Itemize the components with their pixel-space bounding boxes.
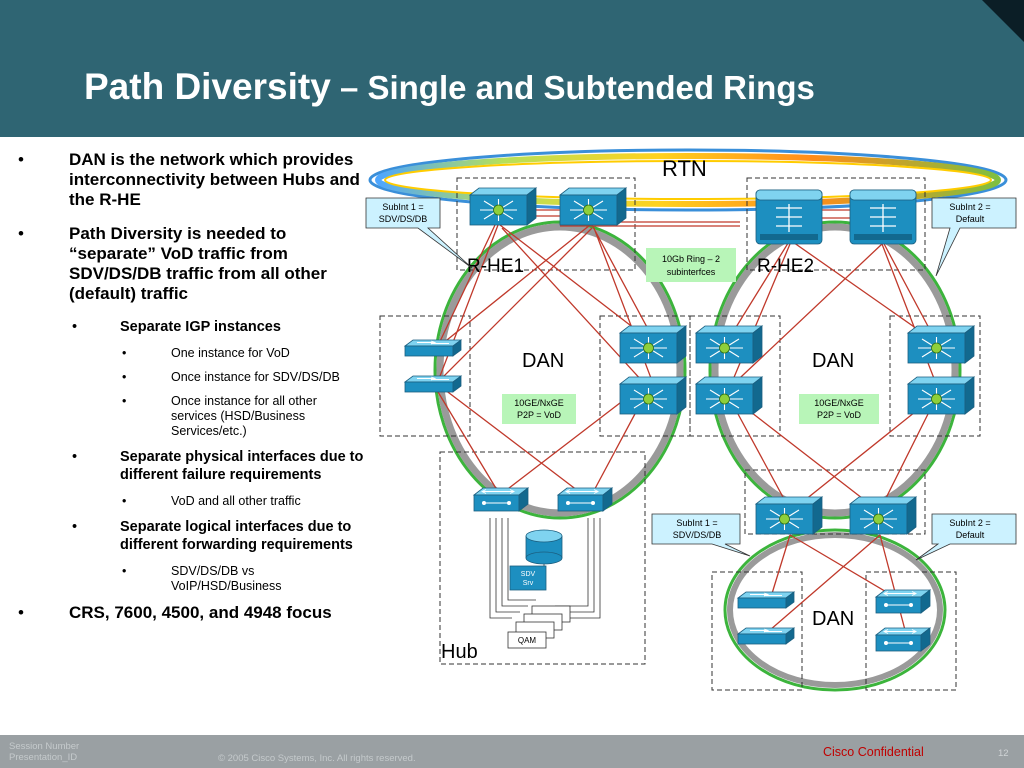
- hub-switch-sub-a: [875, 589, 931, 614]
- p2p-label-left: 10GE/NxGE P2P = VoD: [502, 394, 576, 424]
- bullet-item: Separate IGP instances: [14, 318, 364, 337]
- callout-subint2-bottom: SubInt 2 = Default: [915, 513, 1017, 561]
- hub-switch-a: [473, 487, 529, 512]
- switch-left-a: [404, 339, 462, 357]
- footer: Session Number Presentation_ID © 2005 Ci…: [0, 735, 1024, 768]
- ring-10gb-label: 10Gb Ring – 2 subinterfces: [646, 248, 736, 282]
- p2p-label-right: 10GE/NxGE P2P = VoD: [799, 394, 879, 424]
- bullet-item: DAN is the network which provides interc…: [14, 150, 364, 210]
- rhe2-label: R-HE2: [757, 256, 814, 277]
- router-dan2-b: [695, 376, 763, 415]
- router-dan1-a: [619, 325, 687, 364]
- sdv-label-line2: Srv: [523, 580, 534, 587]
- router-dan2-a: [695, 325, 763, 364]
- bullet-item: CRS, 7600, 4500, and 4948 focus: [14, 603, 364, 623]
- storage-icon: [525, 529, 563, 565]
- router-rhe2-b: [849, 189, 917, 245]
- qam-box-front: QAM: [507, 631, 547, 649]
- callout-subint2-top-line1: SubInt 2 =: [949, 202, 990, 212]
- router-dan2-d: [907, 376, 975, 415]
- callout-subint1-bottom-line2: SDV/DS/DB: [673, 530, 722, 540]
- switch-left-b: [404, 375, 462, 393]
- dan-ring-right: [711, 223, 959, 517]
- router-sub-a: [755, 496, 823, 535]
- bullet-item: Once instance for all other services (HS…: [14, 394, 346, 439]
- bullet-item: Once instance for SDV/DS/DB: [14, 370, 346, 385]
- dan-label-left: DAN: [522, 350, 564, 372]
- p2p-right-line1: 10GE/NxGE: [814, 398, 864, 408]
- callout-subint2-bottom-line1: SubInt 2 =: [949, 518, 990, 528]
- router-dan1-b: [619, 376, 687, 415]
- router-rhe1-a: [469, 187, 537, 226]
- dan-ring-subtended: [727, 532, 943, 688]
- slide-title-sub: – Single and Subtended Rings: [330, 69, 815, 106]
- ring-10gb-line1: 10Gb Ring – 2: [662, 254, 720, 264]
- p2p-right-line2: P2P = VoD: [817, 410, 862, 420]
- slide-title: Path Diversity – Single and Subtended Ri…: [84, 66, 815, 108]
- bullet-item: SDV/DS/DB vs VoIP/HSD/Business: [14, 564, 346, 594]
- hub-switch-sub-b: [875, 627, 931, 652]
- footer-presentation-id: Presentation_ID: [9, 752, 78, 763]
- callout-subint1-bottom: SubInt 1 = SDV/DS/DB: [651, 513, 751, 557]
- bullet-item: One instance for VoD: [14, 346, 346, 361]
- corner-decoration: [982, 0, 1024, 42]
- callout-subint1-top: SubInt 1 = SDV/DS/DB: [365, 197, 473, 269]
- router-rhe1-b: [559, 187, 627, 226]
- callout-subint1-top-line2: SDV/DS/DB: [379, 214, 428, 224]
- rtn-label: RTN: [662, 156, 707, 181]
- dan-ring-left: [436, 223, 684, 517]
- bullet-item: Separate physical interfaces due to diff…: [14, 448, 364, 485]
- bullet-list: DAN is the network which provides interc…: [14, 150, 364, 637]
- bullet-item: VoD and all other traffic: [14, 494, 346, 509]
- callout-subint2-top-line2: Default: [956, 214, 985, 224]
- footer-page-number: 12: [998, 748, 1009, 759]
- qam-label: QAM: [518, 636, 537, 645]
- bullet-item: Path Diversity is needed to “separate” V…: [14, 224, 364, 304]
- ring-10gb-line2: subinterfces: [667, 267, 716, 277]
- rtn-ring-inner: [384, 160, 992, 200]
- dan-ring-right-outer: [708, 220, 962, 520]
- p2p-left-line2: P2P = VoD: [517, 410, 562, 420]
- bullet-item: Separate logical interfaces due to diffe…: [14, 518, 364, 555]
- rhe1-label: R-HE1: [467, 256, 524, 277]
- router-sub-b: [849, 496, 917, 535]
- rtn-ring: [375, 153, 1001, 207]
- router-dan2-c: [907, 325, 975, 364]
- footer-session-info: Session Number Presentation_ID: [9, 741, 79, 763]
- hub-switch-b: [557, 487, 613, 512]
- dan-label-subtended: DAN: [812, 608, 854, 630]
- rtn-ring-outer: [368, 148, 1008, 212]
- callout-subint1-top-line1: SubInt 1 =: [382, 202, 423, 212]
- p2p-left-line1: 10GE/NxGE: [514, 398, 564, 408]
- slide-title-main: Path Diversity: [84, 66, 331, 107]
- switch-sub-left-b: [737, 627, 795, 645]
- callout-subint2-top: SubInt 2 = Default: [931, 197, 1017, 277]
- sdv-server: SDV Srv: [509, 565, 547, 591]
- sdv-label-line1: SDV: [521, 571, 536, 578]
- footer-confidential: Cisco Confidential: [823, 745, 924, 759]
- switch-sub-left-a: [737, 591, 795, 609]
- dan-label-right: DAN: [812, 350, 854, 372]
- footer-copyright: © 2005 Cisco Systems, Inc. All rights re…: [218, 753, 416, 764]
- title-bar: [0, 0, 1024, 137]
- hub-label: Hub: [441, 641, 478, 663]
- callout-subint2-bottom-line2: Default: [956, 530, 985, 540]
- footer-session-number: Session Number: [9, 741, 80, 752]
- router-rhe2-a: [755, 189, 823, 245]
- callout-subint1-bottom-line1: SubInt 1 =: [676, 518, 717, 528]
- dashed-group-boxes: [379, 177, 981, 691]
- dan-ring-subtended-outer: [723, 528, 947, 692]
